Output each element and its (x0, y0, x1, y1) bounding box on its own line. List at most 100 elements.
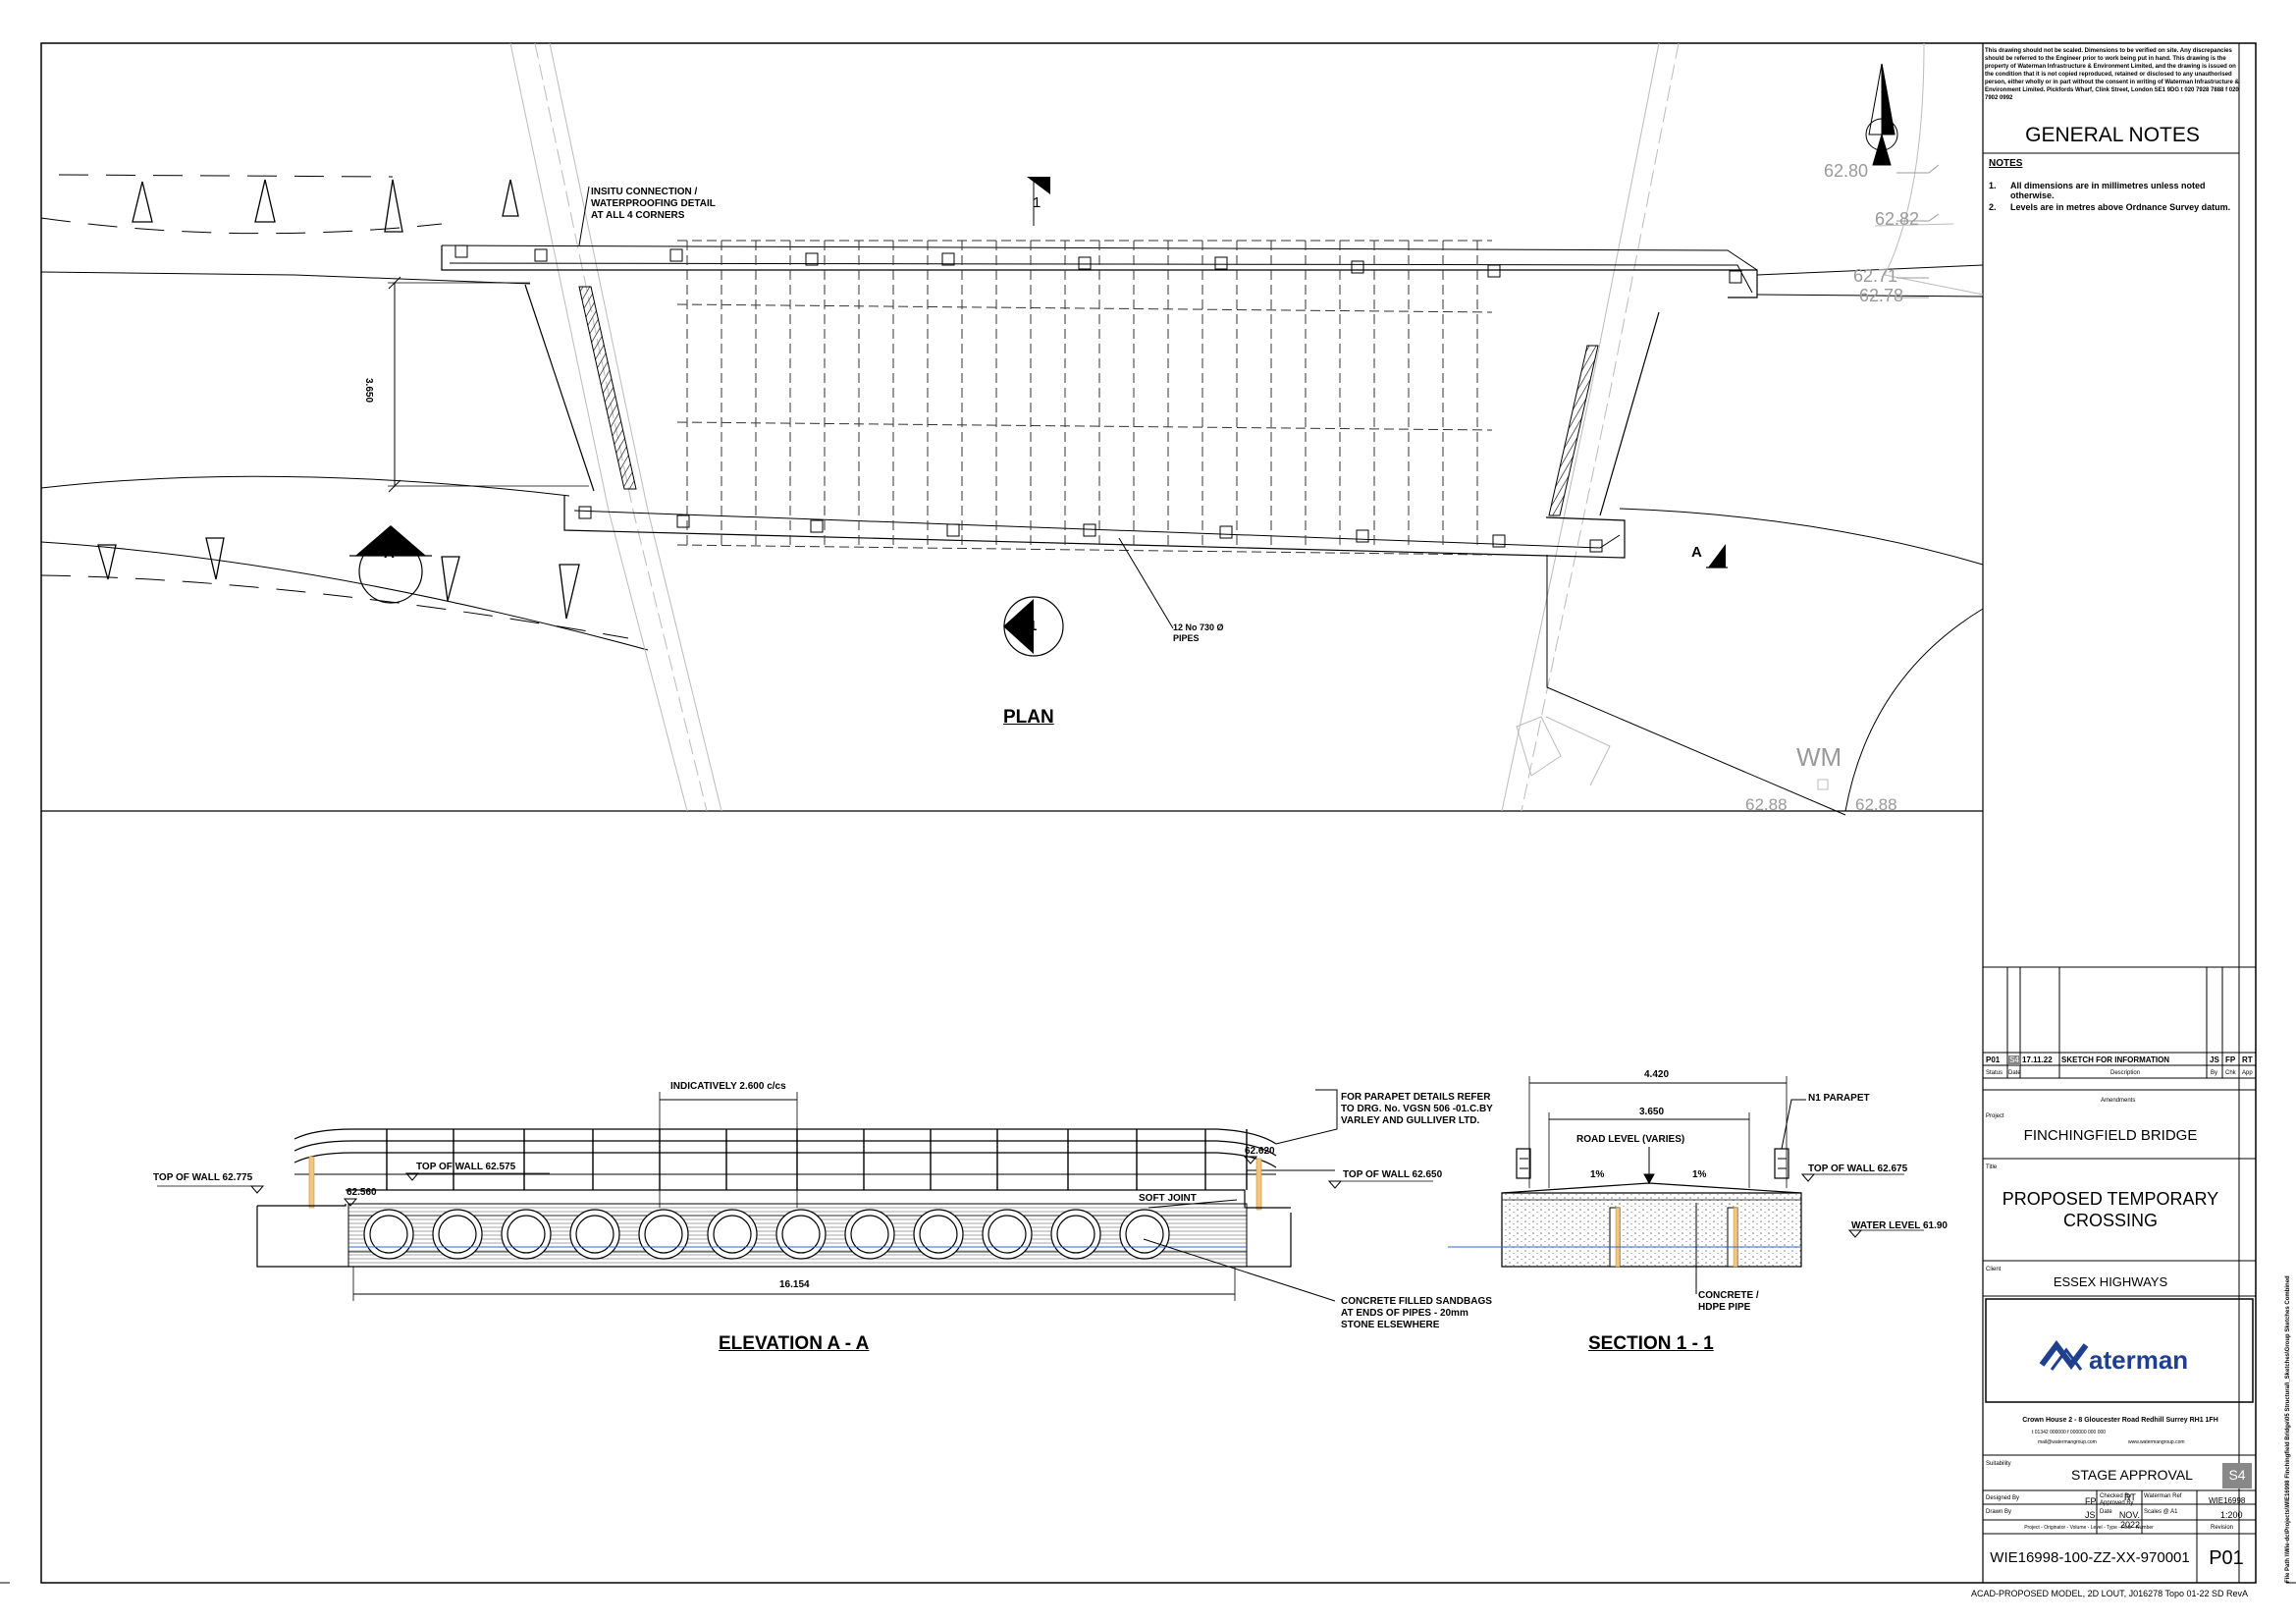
section-view (1448, 1076, 1924, 1294)
rev-header-status: Status (1986, 1070, 2003, 1076)
scale-value: 1:200 (2220, 1510, 2243, 1520)
elev-note-parapet: FOR PARAPET DETAILS REFER TO DRG. No. VG… (1341, 1092, 1493, 1126)
plan-posts-lower (578, 506, 1603, 553)
plan-wm-label: WM (1796, 742, 1842, 772)
number-legend: Project - Originator - Volume - Level - … (2024, 1525, 2154, 1531)
approved-by-value: RT (2124, 1492, 2136, 1502)
rev-row-date: 17.11.22 (2022, 1056, 2053, 1064)
section-pipe-note: CONCRETE / HDPE PIPE (1698, 1290, 1759, 1313)
rev-caption: Amendments (2101, 1098, 2136, 1104)
note-item-1-num: 1. (1989, 181, 1997, 190)
suitability-value: STAGE APPROVAL (2071, 1467, 2193, 1483)
plan-level-2: 62.82 (1875, 209, 1920, 229)
rev-row-by: JS (2210, 1056, 2219, 1064)
rev-header-chk: Chk (2225, 1070, 2236, 1076)
elevation-view (157, 1089, 1433, 1302)
company-email: mail@watermangroup.com (2038, 1439, 2097, 1445)
section-title: SECTION 1 - 1 (1588, 1333, 1714, 1354)
note-item-2-num: 2. (1989, 202, 1997, 212)
note-item-2-text: Levels are in metres above Ordnance Surv… (2010, 202, 2231, 212)
date-value: NOV. 2022 (2118, 1510, 2140, 1530)
company-contact: t 01342 000000 f 000000 000 000 (2032, 1430, 2107, 1435)
plan-section-marker-circle: 1 (1029, 618, 1038, 634)
elev-top-wall-inner: TOP OF WALL 62.575 (416, 1162, 516, 1172)
notes-subheading: NOTES (1989, 158, 2023, 169)
plan-level-1: 62.80 (1824, 161, 1869, 181)
suitability-code-box (2222, 1463, 2252, 1489)
rev-row-status: S4 (2008, 1056, 2020, 1065)
rev-row-chk: FP (2225, 1056, 2236, 1064)
plan-dim-width: 3.650 (363, 378, 374, 404)
suitability-label: Suitability (1986, 1461, 2011, 1467)
footer-text: ACAD-PROPOSED MODEL, 2D LOUT, J016278 To… (1971, 1589, 2248, 1598)
section-top-wall: TOP OF WALL 62.675 (1808, 1164, 1908, 1174)
company-web: www.watermangroup.com (2128, 1439, 2185, 1445)
general-notes-heading: GENERAL NOTES (2025, 124, 2200, 146)
plan-level-3: 62.71 (1853, 266, 1898, 286)
drawing-number: WIE16998-100-ZZ-XX-970001 (1990, 1549, 2190, 1566)
revision-label: Revision (2211, 1525, 2234, 1531)
elev-note-indicatively: INDICATIVELY 2.600 c/cs (670, 1081, 786, 1092)
north-arrow-icon (1865, 63, 1898, 166)
plan-posts-upper (454, 244, 1742, 284)
logo-wordmark: aterman (2089, 1345, 2189, 1375)
section-road-level: ROAD LEVEL (VARIES) (1576, 1134, 1685, 1145)
plan-level-4: 62.78 (1859, 286, 1904, 305)
rev-header-date: Date (2008, 1070, 2021, 1076)
rev-header-by: By (2211, 1070, 2218, 1076)
waterman-ref-value: WIE16998 (2209, 1496, 2246, 1505)
date-label: Date (2100, 1509, 2112, 1515)
elev-dim-length: 16.154 (779, 1279, 810, 1290)
revision-value: P01 (2209, 1547, 2244, 1569)
section-fall-left: 1% (1590, 1169, 1605, 1180)
sheet-frame (0, 42, 2296, 1584)
section-water-level: WATER LEVEL 61.90 (1851, 1220, 1948, 1231)
file-path-text: File Path \\Wie-dc\Projects\WIE16998 Fin… (2285, 1275, 2291, 1583)
plan-elevation-marker-right: A (1691, 544, 1702, 561)
title-label: Title (1986, 1164, 1998, 1170)
plan-level-6: 62.88 (1855, 795, 1897, 814)
elev-soft-joint: SOFT JOINT (1139, 1193, 1197, 1204)
rev-row-app: RT (2242, 1056, 2253, 1064)
section-dim-inner: 3.650 (1639, 1107, 1665, 1117)
elev-note-sandbags: CONCRETE FILLED SANDBAGS AT ENDS OF PIPE… (1341, 1296, 1492, 1330)
waterman-ref-label: Waterman Ref (2144, 1493, 2182, 1499)
elev-top-wall-left: TOP OF WALL 62.775 (153, 1172, 253, 1183)
client-name: ESSEX HIGHWAYS (2053, 1274, 2168, 1289)
elev-level-560: 62.560 (347, 1187, 377, 1198)
checked-by-label: Checked By (2100, 1493, 2132, 1499)
section-fall-right: 1% (1692, 1169, 1707, 1180)
plan-note-pipes: 12 No 730 Ø PIPES (1173, 623, 1224, 643)
project-name: FINCHINGFIELD BRIDGE (2023, 1127, 2198, 1144)
approved-by-label: Approved By (2100, 1500, 2134, 1506)
section-dim-outer: 4.420 (1644, 1069, 1670, 1080)
waterman-logo-icon (2039, 1340, 2089, 1371)
rev-header-app: App (2242, 1070, 2253, 1076)
plan-title: PLAN (1003, 707, 1054, 728)
rev-row-description: SKETCH FOR INFORMATION (2061, 1056, 2170, 1064)
plan-view (40, 42, 1984, 816)
plan-elevation-marker-left: A (384, 545, 395, 562)
rev-row-rev: P01 (1986, 1056, 2001, 1064)
elev-level-620: 62.620 (1245, 1146, 1275, 1157)
disclaimer-text: This drawing should not be scaled. Dimen… (1985, 48, 2239, 101)
elevation-title: ELEVATION A - A (719, 1333, 870, 1354)
project-label: Project (1986, 1113, 2004, 1119)
plan-level-5: 62.88 (1745, 795, 1788, 814)
plan-pipes (676, 240, 1493, 556)
drawn-by-label: Drawn By (1986, 1509, 2012, 1515)
designed-by-value: FP (2085, 1496, 2097, 1506)
drawn-by-value: JS (2085, 1510, 2096, 1520)
company-address: Crown House 2 - 8 Gloucester Road Redhil… (2022, 1417, 2218, 1424)
rev-header-description: Description (2110, 1070, 2141, 1076)
elev-top-wall-right: TOP OF WALL 62.650 (1343, 1169, 1443, 1180)
title-block-grid (1983, 966, 2256, 1583)
plan-chevrons (97, 179, 580, 620)
elevation-posts (386, 1129, 1248, 1190)
client-label: Client (1986, 1267, 2002, 1272)
designed-by-label: Designed By (1986, 1495, 2020, 1501)
scale-label: Scales @ A1 (2144, 1509, 2178, 1515)
note-item-1-text: All dimensions are in millimetres unless… (2010, 181, 2206, 200)
